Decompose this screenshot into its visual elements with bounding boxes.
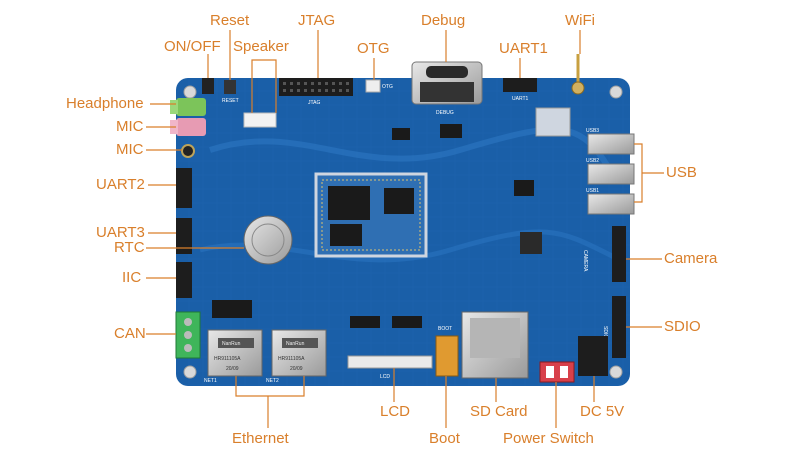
label-ethernet: Ethernet	[232, 430, 289, 447]
label-sd-card: SD Card	[470, 403, 528, 420]
eth2-model: HR911105A	[278, 356, 305, 362]
label-power-switch: Power Switch	[503, 430, 594, 447]
eth1-model: HR911105A	[214, 356, 241, 362]
silk-debug: DEBUG	[436, 110, 454, 116]
on-off-switch	[202, 78, 214, 94]
mount-hole	[183, 365, 197, 379]
silk-net1: NET1	[204, 378, 217, 384]
memory-chip	[330, 224, 362, 246]
silk-camera: CAMERA	[582, 250, 588, 272]
silk-usb1: USB1	[586, 188, 599, 194]
mic-jack	[176, 118, 206, 136]
mount-hole	[609, 85, 623, 99]
silk-jtag: JTAG	[308, 100, 321, 106]
label-iic: IIC	[122, 269, 142, 286]
label-mic-2: MIC	[116, 141, 144, 158]
flash-chip	[384, 188, 414, 214]
label-otg: OTG	[357, 40, 390, 57]
usb-port-1	[587, 193, 635, 215]
dc-5v-jack	[578, 336, 608, 376]
wifi-antenna	[571, 81, 585, 95]
mount-hole	[183, 85, 197, 99]
label-dc-5v: DC 5V	[580, 403, 625, 420]
label-sdio: SDIO	[664, 318, 701, 335]
label-on-off: ON/OFF	[164, 38, 221, 55]
label-mic-1: MIC	[116, 118, 144, 135]
callout-lines	[146, 30, 664, 428]
speaker-connector	[243, 112, 277, 128]
label-wifi: WiFi	[565, 12, 595, 29]
silk-sdio: SDIO	[602, 326, 608, 338]
label-uart1: UART1	[499, 40, 548, 57]
camera-header	[612, 226, 626, 282]
uart3-header	[176, 218, 192, 254]
silk-lcd: LCD	[380, 374, 390, 380]
label-reset: Reset	[210, 12, 250, 29]
silk-reset: RESET	[222, 98, 239, 104]
headphone-jack	[176, 98, 206, 116]
eth2-code: 20/09	[290, 366, 303, 372]
label-uart2: UART2	[96, 176, 145, 193]
eth1-brand: NanRun	[222, 341, 241, 347]
label-boot: Boot	[429, 430, 460, 447]
wifi-module	[535, 107, 571, 137]
ethernet-jack-2	[271, 329, 327, 377]
ic	[212, 300, 252, 318]
silk-net2: NET2	[266, 378, 279, 384]
ic	[514, 180, 534, 196]
eth1-code: 20/09	[226, 366, 239, 372]
label-can: CAN	[114, 325, 146, 342]
label-jtag: JTAG	[298, 12, 336, 29]
label-speaker: Speaker	[233, 38, 289, 55]
silk-uart1: UART1	[512, 96, 529, 102]
label-uart3: UART3	[96, 224, 145, 241]
mic-component	[181, 144, 195, 158]
uart1-header	[503, 78, 537, 92]
label-debug: Debug	[421, 12, 466, 29]
usb-port-2	[587, 163, 635, 185]
iic-header	[176, 262, 192, 298]
silk-boot: BOOT	[438, 326, 452, 332]
jtag-header	[279, 78, 353, 96]
reset-button	[224, 80, 236, 94]
power-switch	[539, 361, 575, 383]
silk-usb3: USB3	[586, 128, 599, 134]
ic	[520, 232, 542, 254]
sdio-header	[612, 296, 626, 358]
silk-usb2: USB2	[586, 158, 599, 164]
label-rtc: RTC	[114, 239, 145, 256]
ic	[392, 316, 422, 328]
cpu-chip	[328, 186, 370, 220]
rtc-coin-cell	[243, 215, 293, 265]
eth2-brand: NanRun	[286, 341, 305, 347]
uart2-header	[176, 168, 192, 208]
label-headphone: Headphone	[66, 95, 144, 112]
lcd-connector	[347, 355, 433, 369]
usb-port-3	[587, 133, 635, 155]
otg-connector	[365, 79, 381, 93]
ic	[440, 124, 462, 138]
silk-otg: OTG	[382, 84, 393, 90]
label-usb: USB	[666, 164, 697, 181]
label-lcd: LCD	[380, 403, 411, 420]
ic	[350, 316, 380, 328]
ic	[392, 128, 410, 140]
label-camera: Camera	[664, 250, 718, 267]
boot-switch	[435, 335, 459, 377]
mount-hole	[609, 365, 623, 379]
ethernet-jack-1	[207, 329, 263, 377]
